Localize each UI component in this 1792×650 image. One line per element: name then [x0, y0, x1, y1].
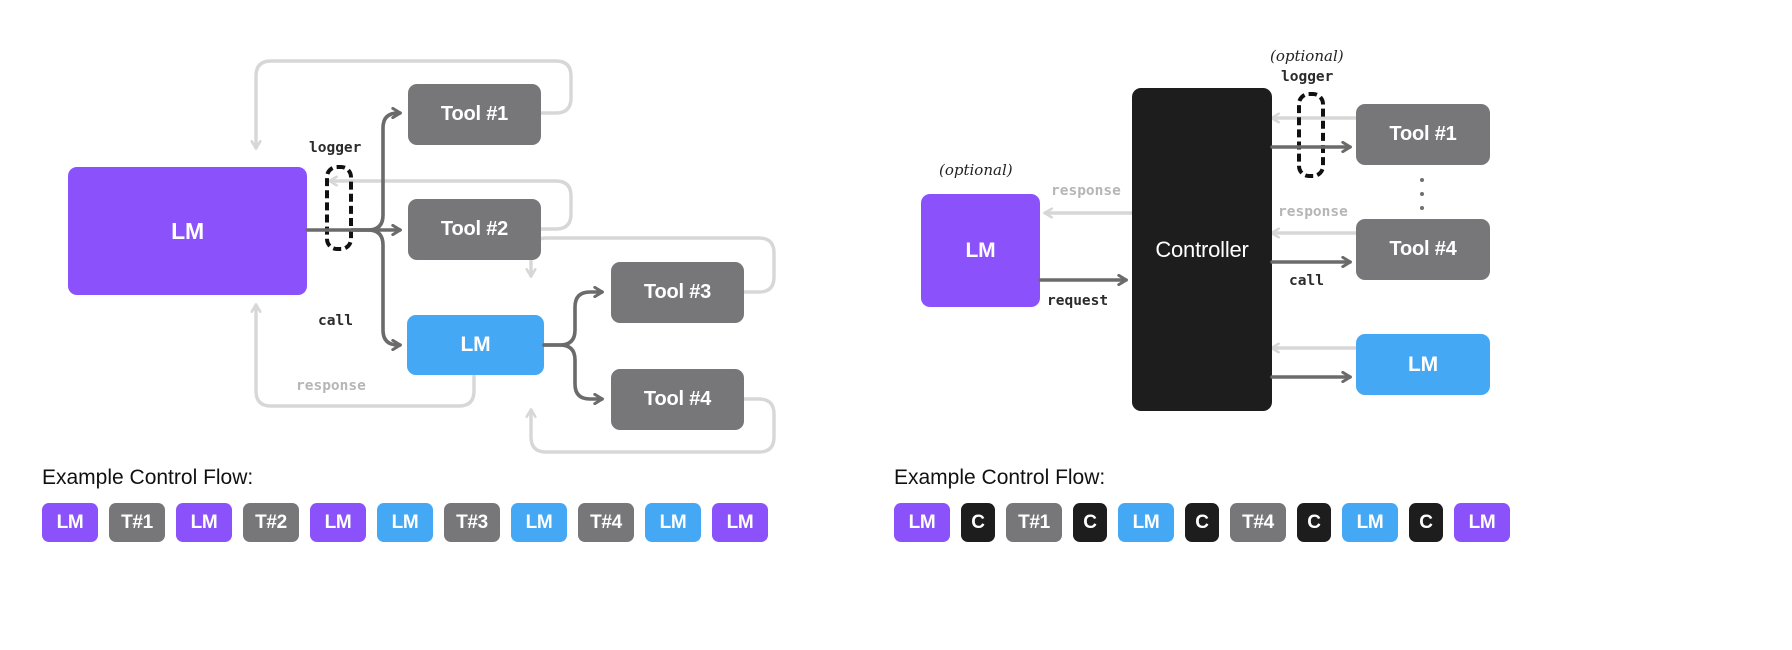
left-label-response: response [296, 378, 366, 394]
right-node-sub-lm-label: LM [1408, 352, 1438, 376]
left-flow-step-10-label: LM [726, 511, 754, 533]
right-node-lm-label: LM [965, 238, 996, 262]
left-flow-step-1[interactable]: T#1 [109, 503, 165, 542]
left-node-tool4[interactable]: Tool #4 [611, 369, 744, 430]
right-node-lm[interactable]: LM [921, 194, 1040, 307]
right-label-optional-lm: (optional) [939, 161, 1013, 179]
left-node-tool2[interactable]: Tool #2 [408, 199, 541, 260]
right-flow-step-10-label: LM [1468, 511, 1496, 533]
left-flow-step-5[interactable]: LM [377, 503, 433, 542]
right-flow-step-9[interactable]: C [1409, 503, 1443, 542]
right-node-controller[interactable]: Controller [1132, 88, 1272, 411]
right-flow-step-2-label: T#1 [1018, 511, 1050, 533]
left-logger-box [325, 165, 353, 251]
left-flow-step-4-label: LM [324, 511, 352, 533]
left-node-root-lm-label: LM [171, 217, 204, 244]
right-node-tool4[interactable]: Tool #4 [1356, 219, 1490, 280]
right-flow-step-7-label: C [1307, 511, 1321, 533]
right-flow-step-0-label: LM [908, 511, 936, 533]
left-flow-step-10[interactable]: LM [712, 503, 768, 542]
right-label-optional-logger: (optional) [1270, 47, 1344, 65]
right-label-request: request [1047, 293, 1109, 309]
right-node-sub-lm[interactable]: LM [1356, 334, 1490, 395]
left-node-root-lm[interactable]: LM [68, 167, 307, 295]
left-flow-step-3[interactable]: T#2 [243, 503, 299, 542]
left-flow-step-1-label: T#1 [121, 511, 153, 533]
left-flow-step-3-label: T#2 [255, 511, 287, 533]
right-node-tool4-label: Tool #4 [1389, 238, 1457, 260]
left-flow-step-5-label: LM [391, 511, 419, 533]
right-flow-step-3-label: C [1083, 511, 1097, 533]
right-flow-step-9-label: C [1419, 511, 1433, 533]
left-control-flow-title: Example Control Flow: [42, 466, 254, 489]
right-flow-step-3[interactable]: C [1073, 503, 1107, 542]
left-label-logger: logger [309, 140, 362, 156]
left-node-tool3[interactable]: Tool #3 [611, 262, 744, 323]
left-flow-step-6[interactable]: T#3 [444, 503, 500, 542]
left-flow-step-2-label: LM [190, 511, 218, 533]
left-node-tool1[interactable]: Tool #1 [408, 84, 541, 145]
right-flow-step-8-label: LM [1356, 511, 1384, 533]
left-flow-step-8-label: T#4 [590, 511, 622, 533]
right-node-tool1-label: Tool #1 [1389, 123, 1457, 145]
right-flow-step-5[interactable]: C [1185, 503, 1219, 542]
right-flow-step-6-label: T#4 [1242, 511, 1274, 533]
right-flow-step-8[interactable]: LM [1342, 503, 1398, 542]
right-flow-step-7[interactable]: C [1297, 503, 1331, 542]
right-control-flow-title: Example Control Flow: [894, 466, 1106, 489]
left-node-sub-lm[interactable]: LM [407, 315, 544, 375]
left-flow-step-0[interactable]: LM [42, 503, 98, 542]
edge-logger-tool1 [350, 113, 400, 232]
left-flow-step-2[interactable]: LM [176, 503, 232, 542]
right-label-call: call [1289, 273, 1324, 289]
right-flow-step-5-label: C [1195, 511, 1209, 533]
left-flow-step-0-label: LM [56, 511, 84, 533]
left-flow-step-6-label: T#3 [456, 511, 488, 533]
edge-sublm-tool4 [542, 343, 602, 399]
right-tools-ellipsis [1419, 178, 1425, 210]
edge-sublm-tool3 [542, 292, 602, 347]
right-label-logger: logger [1281, 69, 1334, 85]
right-flow-step-6[interactable]: T#4 [1230, 503, 1286, 542]
left-flow-step-8[interactable]: T#4 [578, 503, 634, 542]
left-node-tool1-label: Tool #1 [440, 103, 509, 125]
right-node-tool1[interactable]: Tool #1 [1356, 104, 1490, 165]
left-node-tool2-label: Tool #2 [440, 218, 509, 240]
left-flow-step-7[interactable]: LM [511, 503, 567, 542]
left-label-call: call [318, 313, 353, 329]
left-control-flow-row: LM T#1 LM T#2 LM LM T#3 LM T#4 LM LM [42, 503, 768, 542]
right-label-response-lm: response [1051, 183, 1121, 199]
right-label-response-tool: response [1278, 204, 1348, 220]
left-flow-step-9[interactable]: LM [645, 503, 701, 542]
right-logger-box [1297, 92, 1325, 178]
right-flow-step-4-label: LM [1132, 511, 1160, 533]
right-flow-step-4[interactable]: LM [1118, 503, 1174, 542]
left-flow-step-7-label: LM [525, 511, 553, 533]
right-flow-step-2[interactable]: T#1 [1006, 503, 1062, 542]
left-flow-step-9-label: LM [659, 511, 687, 533]
right-flow-step-1[interactable]: C [961, 503, 995, 542]
right-flow-step-0[interactable]: LM [894, 503, 950, 542]
edge-logger-sublm [350, 228, 400, 345]
right-control-flow-row: LM C T#1 C LM C T#4 C LM C LM [894, 503, 1510, 542]
left-node-tool3-label: Tool #3 [643, 281, 712, 303]
left-node-sub-lm-label: LM [460, 333, 491, 356]
right-node-controller-label: Controller [1155, 236, 1249, 262]
right-flow-step-1-label: C [971, 511, 985, 533]
right-flow-step-10[interactable]: LM [1454, 503, 1510, 542]
left-node-tool4-label: Tool #4 [643, 388, 712, 410]
left-flow-step-4[interactable]: LM [310, 503, 366, 542]
